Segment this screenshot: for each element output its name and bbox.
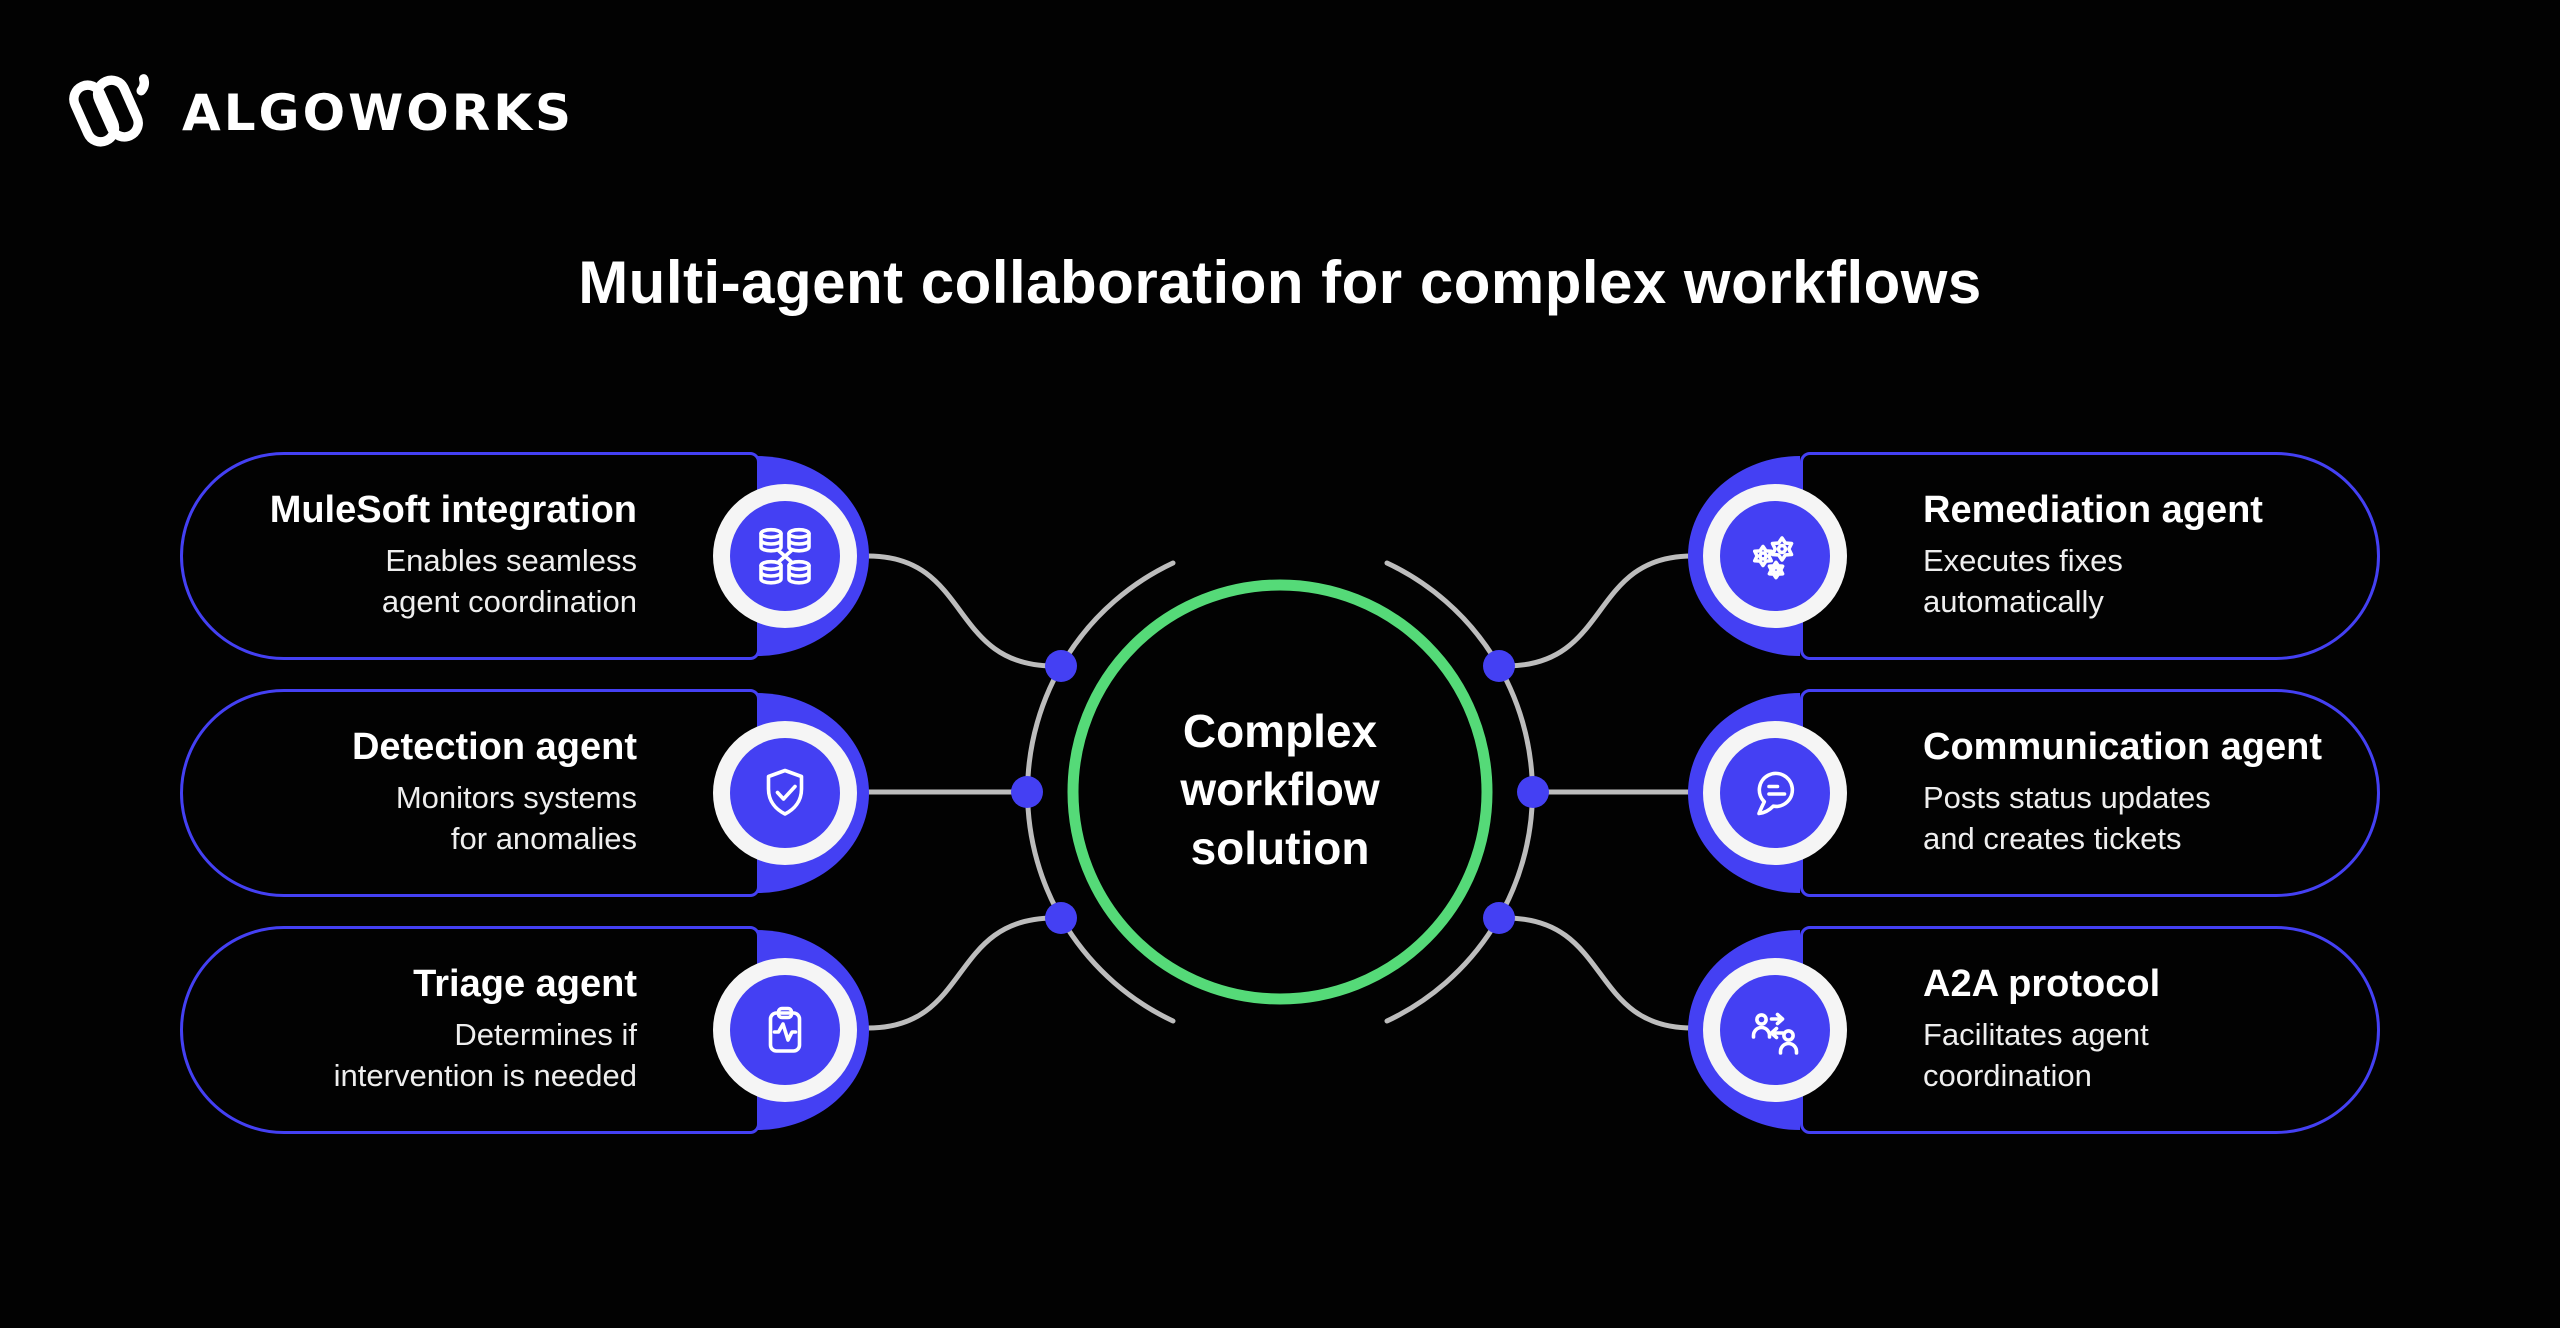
people-exchange-icon [1751,1012,1799,1055]
badge-disc [730,738,840,848]
card-row-communication: Communication agent Posts status updates… [1680,689,2380,897]
card-mulesoft-integration: MuleSoft integration Enables seamless ag… [180,452,760,660]
card-title: Triage agent [413,963,637,1006]
page-title: Multi-agent collaboration for complex wo… [578,249,1982,316]
card-row-mulesoft: MuleSoft integration Enables seamless ag… [180,452,880,660]
connector-bottom-left [865,915,1057,1031]
card-row-a2a: A2A protocol Facilitates agent coordinat… [1680,926,2380,1134]
card-title: Remediation agent [1923,489,2263,532]
card-a2a-protocol: A2A protocol Facilitates agent coordinat… [1800,926,2380,1134]
card-desc: Executes fixes automatically [1923,543,2123,619]
card-title: A2A protocol [1923,963,2161,1006]
logo: ALGOWORKS [64,66,574,160]
connection-dot [1483,650,1515,682]
connection-dot [1045,902,1077,934]
connector-top-left [865,553,1057,669]
card-desc: Posts status updates and creates tickets [1923,780,2211,856]
card-row-detection: Detection agent Monitors systems for ano… [180,689,880,897]
card-row-triage: Triage agent Determines if intervention … [180,926,880,1134]
card-communication-agent: Communication agent Posts status updates… [1800,689,2380,897]
databases-icon [759,527,811,585]
connector-bottom-right [1503,915,1695,1031]
card-remediation-agent: Remediation agent Executes fixes automat… [1800,452,2380,660]
connection-dot [1517,776,1549,808]
card-detection-agent: Detection agent Monitors systems for ano… [180,689,760,897]
gears-icon [1752,536,1794,580]
card-desc: Facilitates agent coordination [1923,1017,2149,1093]
chat-bubble-icon [1757,771,1795,816]
card-triage-agent: Triage agent Determines if intervention … [180,926,760,1134]
card-desc: Monitors systems for anomalies [395,780,637,856]
card-desc: Determines if intervention is needed [333,1017,637,1093]
card-row-remediation: Remediation agent Executes fixes automat… [1680,452,2380,660]
shield-check-icon [766,768,804,816]
card-title: Communication agent [1923,726,2323,769]
algoworks-logo-icon [69,74,149,147]
card-title: MuleSoft integration [269,489,637,532]
card-desc: Enables seamless agent coordination [381,543,637,619]
hub-label: Complex workflow solution [1180,705,1380,874]
card-title: Detection agent [351,726,637,769]
connection-dot [1045,650,1077,682]
connection-dot [1483,902,1515,934]
connection-dot [1011,776,1043,808]
connector-top-right [1503,553,1695,669]
clipboard-pulse-icon [768,1006,802,1053]
brand-wordmark: ALGOWORKS [182,84,575,142]
